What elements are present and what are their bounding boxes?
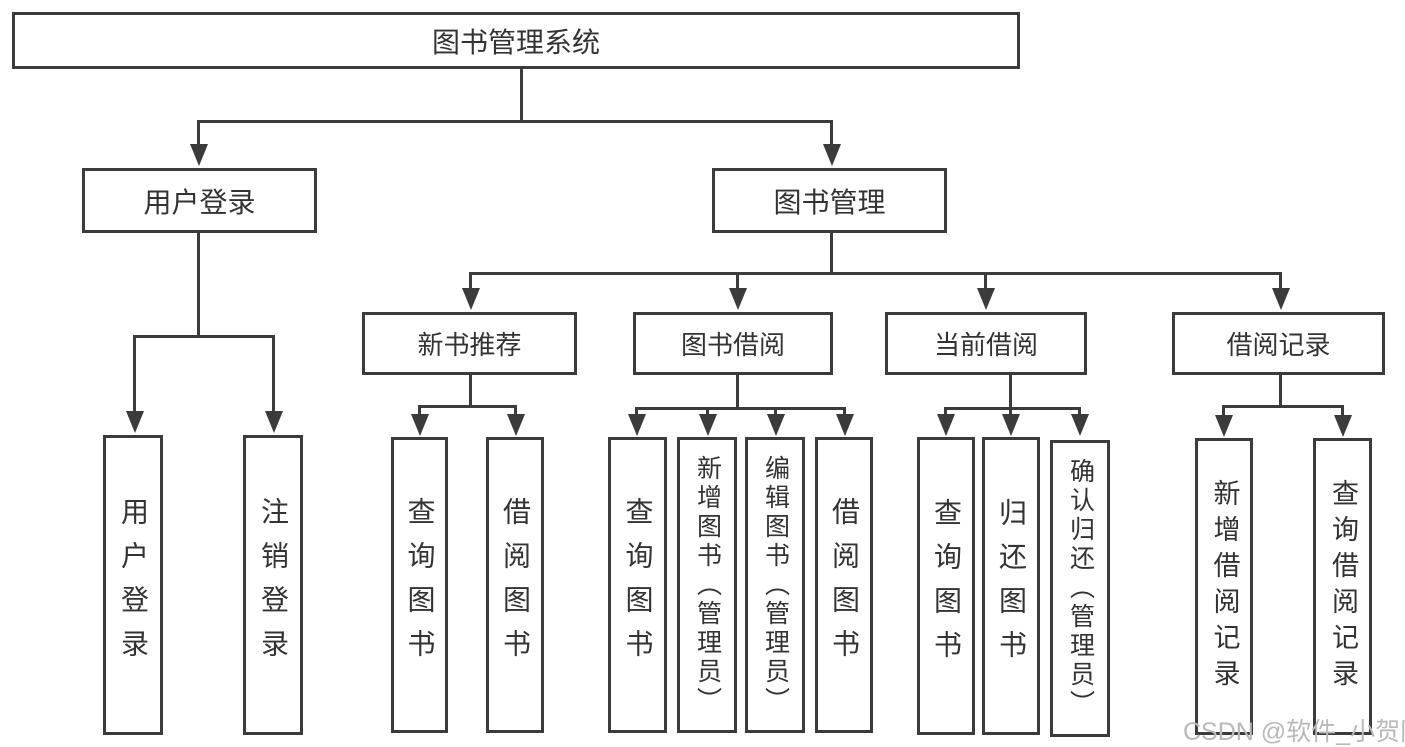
node-user-login: 用户登录	[82, 168, 317, 233]
connector-drop-book-borrow	[736, 272, 739, 290]
leaf-query-books-2: 查询图书	[608, 437, 667, 733]
connector-drop-book-management	[830, 120, 833, 146]
arrowhead-leaf-logout	[265, 411, 283, 433]
connector-drop	[514, 405, 517, 417]
arrowhead-borrow-records	[1272, 288, 1290, 310]
connector-drop	[706, 407, 709, 417]
leaf-edit-books-admin: 编辑图书（管理员）	[745, 437, 805, 733]
connector-borrow-records-rail	[1222, 405, 1344, 408]
node-current-borrow-label: 当前借阅	[933, 330, 1038, 360]
connector-drop	[843, 407, 846, 417]
connector-root-stem	[520, 68, 523, 120]
connector-borrow-records-stem	[1279, 373, 1282, 405]
connector-drop-leaf-login	[133, 335, 136, 413]
arrowhead-book-management	[823, 144, 841, 166]
node-borrow-records-label: 借阅记录	[1226, 330, 1331, 360]
leaf-return-books: 归还图书	[982, 437, 1040, 735]
arrowhead-leaf-login	[126, 411, 144, 433]
arrowhead	[1215, 415, 1233, 437]
connector-drop-new-book	[469, 272, 472, 290]
connector-drop-current-borrow	[984, 272, 987, 290]
node-book-management-label: 图书管理	[773, 186, 886, 218]
connector-book-borrow-rail	[635, 407, 846, 410]
leaf-edit-books-admin-label: 编辑图书（管理员）	[761, 454, 790, 716]
leaf-user-login-label: 用户登录	[118, 497, 149, 673]
arrowhead	[411, 414, 429, 436]
connector-drop	[944, 407, 947, 417]
connector-user-login-stem	[197, 231, 200, 335]
connector-drop-leaf-logout	[272, 335, 275, 413]
leaf-add-books-admin: 新增图书（管理员）	[677, 437, 737, 733]
connector-drop	[418, 405, 421, 417]
arrowhead	[836, 414, 854, 436]
leaf-query-books-3-label: 查询图书	[931, 498, 962, 674]
connector-current-borrow-rail	[944, 407, 1081, 410]
arrowhead	[1334, 415, 1352, 437]
connector-level2-rail	[197, 120, 833, 123]
leaf-borrow-books-2: 借阅图书	[815, 437, 873, 733]
arrowhead-book-borrow	[729, 288, 747, 310]
arrowhead	[937, 414, 955, 436]
leaf-add-books-admin-label: 新增图书（管理员）	[693, 454, 722, 716]
connector-new-book-stem	[469, 373, 472, 405]
node-borrow-records: 借阅记录	[1172, 312, 1385, 375]
leaf-confirm-return-admin: 确认归还（管理员）	[1050, 440, 1110, 737]
connector-new-book-rail	[418, 405, 517, 408]
leaf-user-login: 用户登录	[103, 435, 163, 735]
arrowhead	[1002, 414, 1020, 436]
leaf-logout-label: 注销登录	[258, 497, 289, 673]
node-root: 图书管理系统	[12, 12, 1020, 69]
connector-drop	[1341, 405, 1344, 417]
leaf-query-books-1-label: 查询图书	[404, 497, 436, 673]
csdn-watermark: CSDN @软件_小贺同学	[1183, 718, 1405, 746]
connector-drop	[635, 407, 638, 417]
arrowhead	[628, 414, 646, 436]
arrowhead-new-book	[462, 288, 480, 310]
leaf-query-borrow-record-label: 查询借阅记录	[1328, 478, 1358, 695]
connector-drop-user-login	[197, 120, 200, 146]
leaf-query-borrow-record: 查询借阅记录	[1313, 438, 1372, 735]
arrowhead	[1071, 414, 1089, 436]
leaf-logout: 注销登录	[243, 435, 303, 735]
node-user-login-label: 用户登录	[143, 186, 256, 218]
leaf-confirm-return-admin-label: 确认归还（管理员）	[1066, 458, 1095, 719]
connector-drop	[1222, 405, 1225, 417]
connector-drop	[1078, 407, 1081, 417]
arrowhead	[699, 414, 717, 436]
leaf-query-books-3: 查询图书	[917, 437, 975, 735]
connector-book-management-stem	[830, 231, 833, 272]
node-book-borrow-label: 图书借阅	[680, 330, 785, 360]
node-current-borrow: 当前借阅	[885, 312, 1087, 375]
connector-book-borrow-stem	[736, 373, 739, 407]
leaf-add-borrow-record-label: 新增借阅记录	[1209, 478, 1240, 695]
leaf-query-books-1: 查询图书	[391, 437, 448, 733]
connector-drop	[1009, 407, 1012, 417]
connector-drop-borrow-records	[1279, 272, 1282, 290]
leaf-return-books-label: 归还图书	[996, 498, 1027, 674]
node-book-management: 图书管理	[712, 168, 947, 233]
arrowhead	[767, 414, 785, 436]
node-new-book-recommend: 新书推荐	[362, 312, 577, 375]
connector-sections-rail	[469, 272, 1282, 275]
node-new-book-recommend-label: 新书推荐	[417, 330, 522, 360]
leaf-borrow-books-1: 借阅图书	[486, 437, 544, 733]
connector-drop	[774, 407, 777, 417]
connector-user-login-rail	[133, 335, 275, 338]
leaf-borrow-books-2-label: 借阅图书	[829, 497, 860, 673]
arrowhead-user-login	[190, 144, 208, 166]
leaf-borrow-books-1-label: 借阅图书	[500, 497, 531, 673]
node-book-borrow: 图书借阅	[633, 312, 833, 375]
arrowhead	[507, 414, 525, 436]
leaf-add-borrow-record: 新增借阅记录	[1195, 438, 1253, 735]
connector-current-borrow-stem	[1009, 373, 1012, 407]
node-root-label: 图书管理系统	[431, 26, 600, 58]
arrowhead-current-borrow	[977, 288, 995, 310]
leaf-query-books-2-label: 查询图书	[622, 497, 654, 673]
